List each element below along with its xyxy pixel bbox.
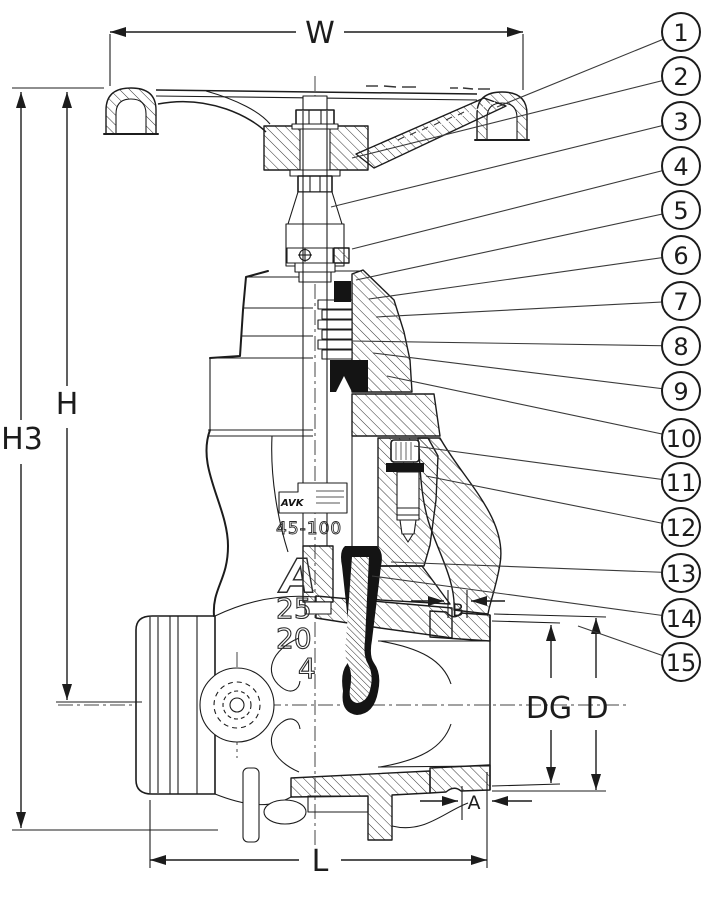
- callout-ring: [661, 12, 701, 52]
- dim-l: L: [149, 772, 488, 879]
- callout-ring: [661, 56, 701, 96]
- nameplate: AVK: [278, 482, 348, 514]
- bolt-head: [390, 439, 420, 463]
- bottom-wall-section: [290, 770, 431, 841]
- callout-2: 2: [351, 56, 701, 159]
- wedge: [302, 545, 382, 715]
- callout-number: 2: [673, 63, 688, 91]
- callout-13: 13: [390, 553, 701, 593]
- callout-ring: [661, 371, 701, 411]
- dim-b-label: B: [452, 601, 464, 621]
- callout-list: 1 2 3 4 5 6 7: [330, 12, 701, 682]
- dim-d: D: [492, 613, 609, 792]
- callout-number: 12: [666, 514, 697, 542]
- cast-size-mark-1: 25: [276, 592, 312, 625]
- cast-brand-letter: A: [278, 549, 317, 603]
- callout-12: 12: [425, 475, 701, 547]
- bonnet-outline-left: [209, 270, 269, 359]
- dim-a-label: A: [468, 792, 481, 814]
- callout-number: 3: [673, 108, 688, 136]
- callout-number: 1: [673, 19, 688, 47]
- callout-ring: [661, 418, 701, 458]
- callout-ring: [661, 101, 701, 141]
- callout-ring: [661, 507, 701, 547]
- callout-3: 3: [330, 101, 701, 208]
- bottom-rib: [242, 767, 260, 843]
- callout-15: 15: [577, 625, 701, 682]
- callout-9: 9: [372, 352, 701, 411]
- cast-model-code: 45-100: [276, 519, 342, 539]
- dim-l-label: L: [312, 844, 329, 879]
- dim-w: W: [109, 16, 524, 90]
- callout-number: 5: [673, 197, 688, 225]
- callout-7: 7: [375, 281, 701, 321]
- dim-dg-label: DG: [526, 691, 572, 726]
- stem-assembly: [285, 95, 350, 546]
- dim-d-label: D: [585, 691, 608, 726]
- dim-h-label: H: [56, 387, 79, 422]
- callout-6: 6: [368, 235, 701, 300]
- bonnet-flange-section: [351, 393, 441, 437]
- dim-h3: H3: [1, 87, 218, 831]
- handwheel-cast-marks: [366, 85, 490, 90]
- callout-ring: [661, 642, 701, 682]
- stem-o-ring: [334, 281, 351, 302]
- cast-size-mark-2: 20: [276, 622, 312, 655]
- cast-markings: 45-100 A 25 20 4: [275, 519, 342, 686]
- stem-cone: [287, 191, 343, 225]
- wedge-guide-block: [302, 545, 334, 603]
- callout-number: 14: [666, 605, 697, 633]
- callout-number: 6: [673, 242, 688, 270]
- dimensions: W H H3 L DG: [1, 16, 608, 879]
- callout-number: 4: [673, 153, 688, 181]
- handwheel-rim-lettering: [397, 111, 465, 141]
- callout-ring: [661, 326, 701, 366]
- bolt-shank: [396, 471, 420, 521]
- callout-4: 4: [351, 146, 701, 250]
- nameplate-brand: AVK: [280, 498, 305, 509]
- dim-h3-label: H3: [1, 422, 43, 457]
- callout-ring: [661, 146, 701, 186]
- left-spigot-end: [135, 615, 216, 795]
- dim-h: H: [56, 92, 142, 703]
- callout-5: 5: [355, 190, 701, 281]
- side-boss: [199, 667, 275, 743]
- callout-ring: [661, 598, 701, 638]
- dim-b: B: [411, 590, 505, 621]
- dim-dg: DG: [491, 620, 572, 787]
- callout-number: 9: [673, 378, 688, 406]
- stem-top-cap: [302, 95, 328, 112]
- body-outline-left: [205, 429, 229, 617]
- handwheel: [103, 85, 530, 171]
- right-spigot-bottom-wall: [429, 764, 491, 794]
- callout-14: 14: [371, 575, 701, 638]
- callout-1: 1: [496, 12, 701, 108]
- callout-ring: [661, 462, 701, 502]
- callout-number: 15: [666, 649, 697, 677]
- wedge-guide-strip: [307, 795, 369, 813]
- callout-number: 7: [673, 288, 688, 316]
- callout-ring: [661, 190, 701, 230]
- callout-number: 11: [666, 469, 697, 497]
- callout-number: 10: [666, 425, 697, 453]
- cast-size-mark-3: 4: [298, 652, 316, 685]
- dim-a: A: [420, 786, 532, 820]
- callout-ring: [661, 281, 701, 321]
- callout-11: 11: [413, 445, 701, 502]
- callout-ring: [661, 553, 701, 593]
- bolt-seal-washer: [386, 463, 424, 472]
- callout-ring: [661, 235, 701, 275]
- nameplate-text-lines: [316, 490, 344, 504]
- callout-8: 8: [351, 326, 701, 366]
- bonnet-bolt: [377, 437, 439, 567]
- bonnet-gasket: [330, 360, 368, 392]
- callout-number: 13: [666, 560, 697, 588]
- bonnet: [209, 269, 441, 566]
- callout-10: 10: [386, 375, 701, 458]
- bottom-opening: [263, 799, 307, 825]
- dim-w-label: W: [305, 16, 335, 51]
- handwheel-left-spoke: [157, 100, 267, 133]
- callout-number: 8: [673, 333, 688, 361]
